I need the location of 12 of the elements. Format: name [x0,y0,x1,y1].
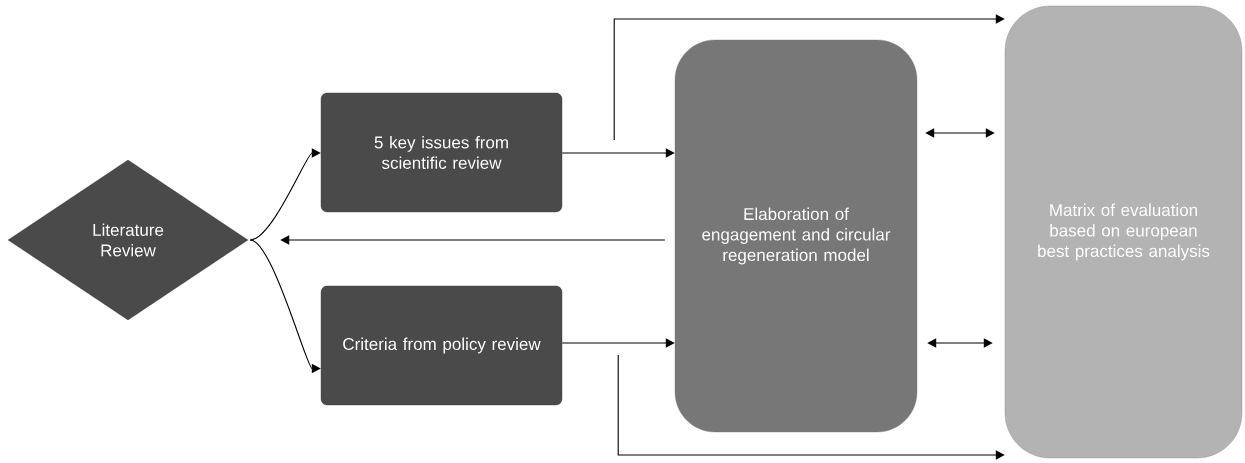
arrow [561,148,675,158]
arrow [561,338,675,348]
arrow [927,338,993,348]
arrow [613,14,1005,141]
arrow [925,128,995,138]
process-box: 5 key issues from scientific review [320,92,563,213]
arrow [617,354,1005,460]
process-box: Elaboration of engagement and circular regeneration model [674,39,918,433]
arrow [280,235,666,245]
process-box: Criteria from policy review [320,285,563,406]
arrow [249,148,321,241]
process-box: Matrix of evaluation based on european best practices analysis [1004,5,1243,459]
